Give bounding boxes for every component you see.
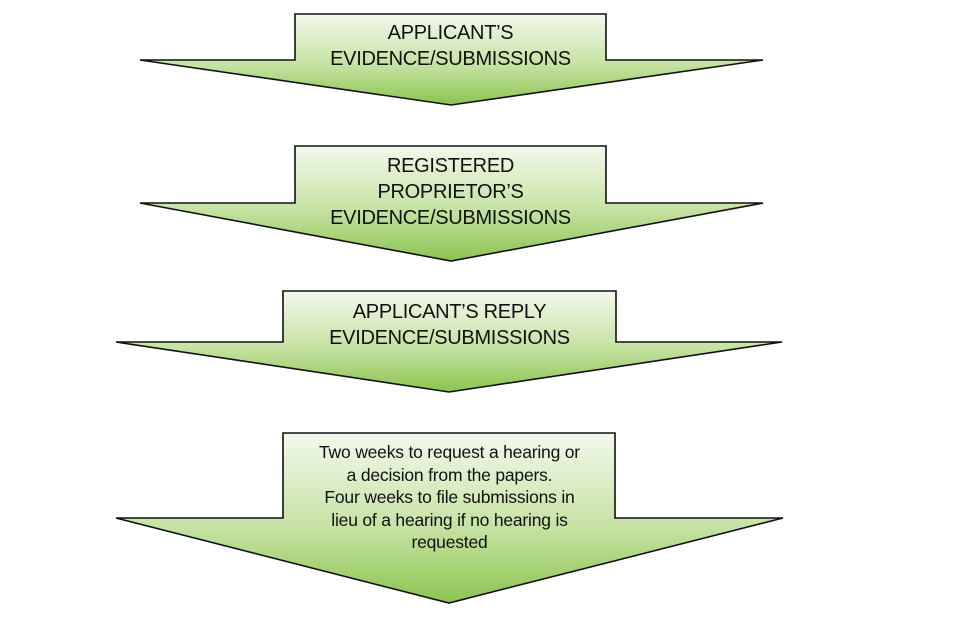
step-3-line-2: EVIDENCE/SUBMISSIONS (329, 327, 570, 349)
step-4-line-5: requested (411, 532, 488, 552)
step-1-line-1: APPLICANT’S (387, 22, 514, 44)
step-2-label: REGISTERED PROPRIETOR’S EVIDENCE/SUBMISS… (295, 153, 606, 231)
step-2-line-3: EVIDENCE/SUBMISSIONS (330, 207, 571, 229)
step-3-line-1: APPLICANT’S REPLY (352, 301, 547, 323)
step-2-line-1: REGISTERED (386, 155, 515, 177)
step-1-line-2: EVIDENCE/SUBMISSIONS (330, 48, 571, 70)
step-2-line-2: PROPRIETOR’S (377, 181, 524, 203)
step-1-label: APPLICANT’S EVIDENCE/SUBMISSIONS (295, 20, 606, 72)
step-4-line-3: Four weeks to file submissions in (324, 487, 575, 507)
step-1-arrow (139, 13, 764, 106)
step-4-line-4: lieu of a hearing if no hearing is (331, 509, 568, 530)
step-4-line-1: Two weeks to request a hearing or (319, 442, 580, 462)
step-4-label: Two weeks to request a hearing or a deci… (283, 441, 616, 554)
step-4-arrow (115, 432, 784, 604)
step-2-arrow (139, 145, 764, 262)
step-3-arrow (115, 290, 783, 393)
step-4-line-2: a decision from the papers. (346, 464, 553, 485)
step-3-label: APPLICANT’S REPLY EVIDENCE/SUBMISSIONS (283, 299, 616, 351)
